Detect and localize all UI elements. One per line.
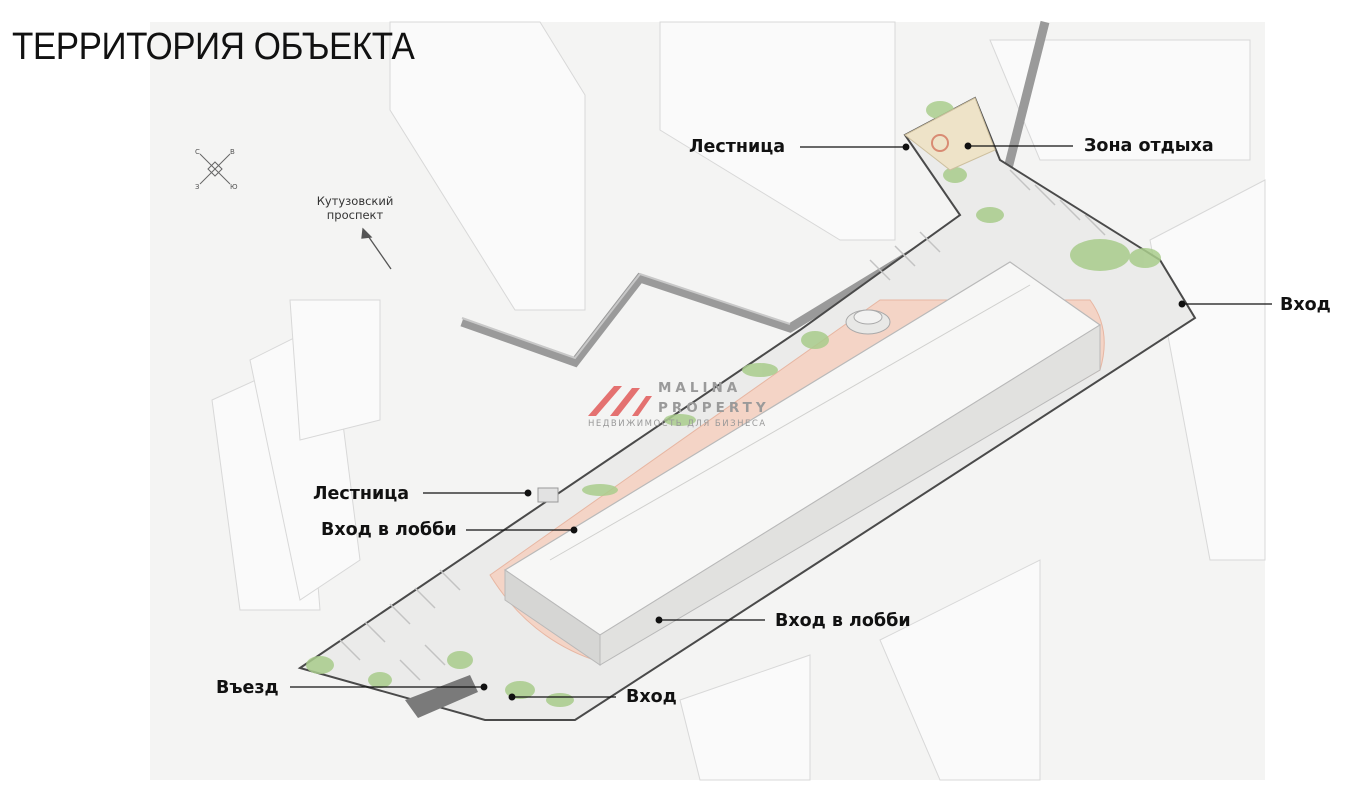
road-label: Кутузовский проспект <box>300 194 410 222</box>
parking-area <box>339 169 1106 681</box>
callout-entrance-south: Вход <box>626 687 677 707</box>
block-east-1 <box>1149 179 1266 561</box>
watermark-brand-2: PROPERTY <box>658 400 770 416</box>
rest-zone-plaza <box>904 97 996 171</box>
compass-west: З <box>195 183 200 191</box>
compass-rose: С В З Ю <box>192 146 238 192</box>
compass-north: С <box>195 148 200 156</box>
rotunda <box>845 309 891 335</box>
compass-icon <box>199 153 231 185</box>
malina-logo-icon <box>588 386 652 416</box>
callout-lobby-entrance-1: Вход в лобби <box>321 520 457 540</box>
callout-entrance-east: Вход <box>1280 295 1331 315</box>
leader-lines <box>290 142 1272 701</box>
road-label-line1: Кутузовский <box>316 194 394 208</box>
watermark-tagline: НЕДВИЖИМОСТЬ ДЛЯ БИЗНЕСА <box>588 419 767 429</box>
block-southeast <box>879 559 1041 781</box>
retaining-wall-top <box>461 272 791 360</box>
callout-lobby-entrance-2: Вход в лобби <box>775 611 911 631</box>
main-building <box>503 261 1102 666</box>
road-arrow <box>361 227 392 270</box>
callout-vehicle-entry: Въезд <box>216 678 279 698</box>
page-title: ТЕРРИТОРИЯ ОБЪЕКТА <box>12 26 415 68</box>
callout-stairs-mid: Лестница <box>313 484 410 504</box>
context-buildings <box>211 21 1266 781</box>
tower-north <box>659 21 896 241</box>
watermark-brand-1: MALINA <box>658 380 742 396</box>
block-west-3 <box>289 299 381 441</box>
tower-northwest <box>389 21 586 311</box>
callout-rest-zone: Зона отдыха <box>1084 136 1214 156</box>
watermark: MALINA PROPERTY НЕДВИЖИМОСТЬ ДЛЯ БИЗНЕСА <box>588 380 788 432</box>
callout-stairs-top: Лестница <box>689 137 786 157</box>
vehicle-ramp <box>405 675 478 718</box>
block-south <box>679 654 811 781</box>
compass-east: В <box>230 148 235 156</box>
road-label-line2: проспект <box>326 208 384 222</box>
compass-south: Ю <box>230 183 238 191</box>
stairs-structure <box>537 487 559 503</box>
